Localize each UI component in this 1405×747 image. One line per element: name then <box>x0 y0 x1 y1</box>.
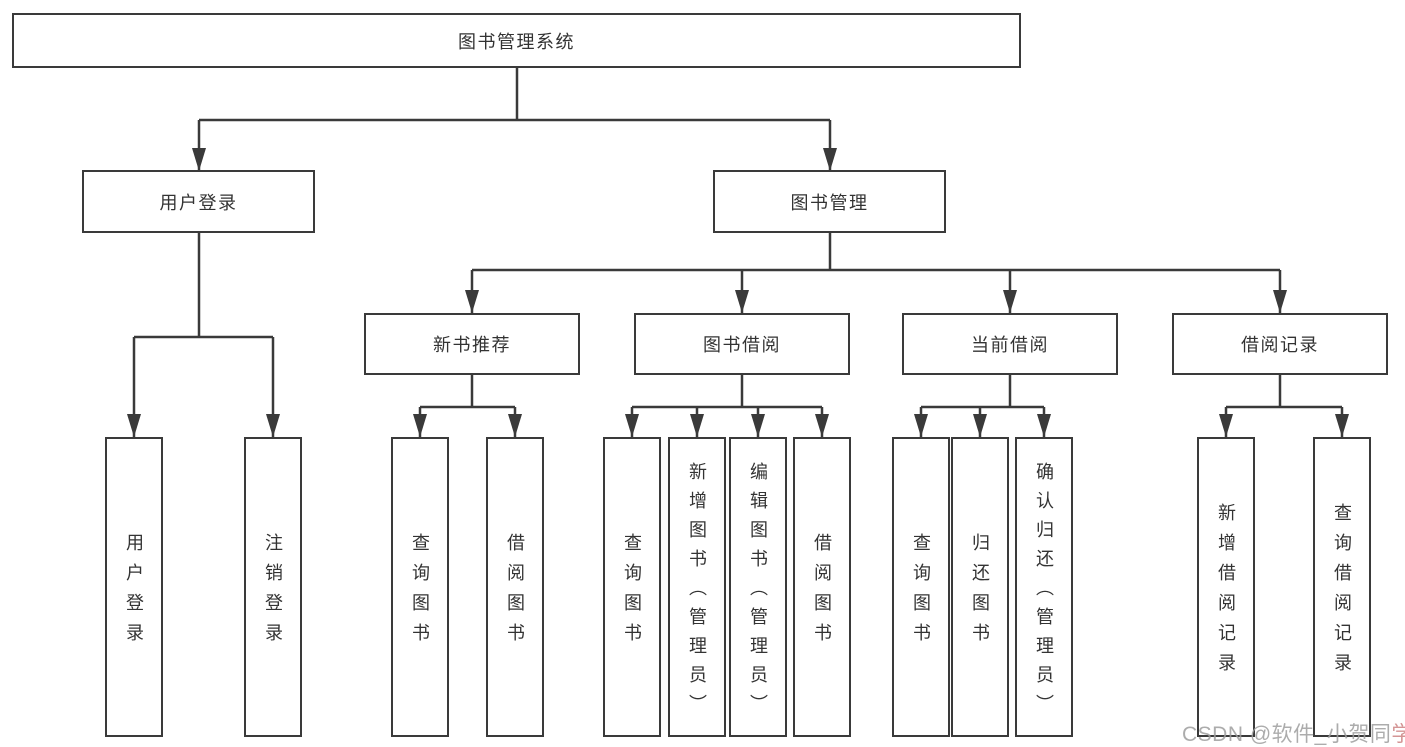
leaf-borrow-book-recommend: 借阅图书 <box>486 437 544 737</box>
leaf-add-book-admin-label: 新增图书（管理员） <box>687 462 707 723</box>
leaf-query-borrow-record: 查询借阅记录 <box>1313 437 1371 737</box>
leaf-edit-book-admin-label: 编辑图书（管理员） <box>748 462 768 723</box>
leaf-return-book: 归还图书 <box>951 437 1009 737</box>
leaf-query-book-current: 查询图书 <box>892 437 950 737</box>
leaf-logout-label: 注销登录 <box>263 533 283 653</box>
node-current-borrow: 当前借阅 <box>902 313 1118 375</box>
leaf-confirm-return-admin: 确认归还（管理员） <box>1015 437 1073 737</box>
node-new-book-recommend-label: 新书推荐 <box>433 335 511 355</box>
node-user-login: 用户登录 <box>82 170 315 233</box>
leaf-return-book-label: 归还图书 <box>970 533 990 653</box>
csdn-watermark-accent: 学 <box>1391 723 1405 746</box>
leaf-query-book-borrow: 查询图书 <box>603 437 661 737</box>
leaf-borrow-book-recommend-label: 借阅图书 <box>505 533 525 653</box>
leaf-add-borrow-record-label: 新增借阅记录 <box>1216 503 1236 683</box>
leaf-confirm-return-admin-label: 确认归还（管理员） <box>1034 462 1054 723</box>
csdn-watermark: CSDN @软件_小贺同学 <box>1182 718 1405 747</box>
leaf-query-book-recommend: 查询图书 <box>391 437 449 737</box>
node-user-login-label: 用户登录 <box>159 192 238 213</box>
leaf-edit-book-admin: 编辑图书（管理员） <box>729 437 787 737</box>
node-root-label: 图书管理系统 <box>458 31 575 52</box>
node-book-management: 图书管理 <box>713 170 946 233</box>
node-root: 图书管理系统 <box>12 13 1021 68</box>
node-current-borrow-label: 当前借阅 <box>971 335 1049 355</box>
node-borrow-records-label: 借阅记录 <box>1241 335 1319 355</box>
node-borrow-records: 借阅记录 <box>1172 313 1388 375</box>
connector-arrowheads <box>127 148 1349 437</box>
leaf-add-borrow-record: 新增借阅记录 <box>1197 437 1255 737</box>
node-book-management-label: 图书管理 <box>790 192 869 213</box>
leaf-query-borrow-record-label: 查询借阅记录 <box>1332 503 1352 683</box>
leaf-query-book-recommend-label: 查询图书 <box>410 533 430 653</box>
leaf-user-login: 用户登录 <box>105 437 163 737</box>
node-new-book-recommend: 新书推荐 <box>364 313 580 375</box>
leaf-query-book-current-label: 查询图书 <box>911 533 931 653</box>
leaf-add-book-admin: 新增图书（管理员） <box>668 437 726 737</box>
leaf-logout: 注销登录 <box>244 437 302 737</box>
leaf-user-login-label: 用户登录 <box>124 533 144 653</box>
node-book-borrow: 图书借阅 <box>634 313 850 375</box>
node-book-borrow-label: 图书借阅 <box>703 335 781 355</box>
connector-paths <box>132 68 1344 437</box>
leaf-borrow-book: 借阅图书 <box>793 437 851 737</box>
leaf-borrow-book-label: 借阅图书 <box>812 533 832 653</box>
leaf-query-book-borrow-label: 查询图书 <box>622 533 642 653</box>
csdn-watermark-text: CSDN @软件_小贺同 <box>1182 723 1392 746</box>
